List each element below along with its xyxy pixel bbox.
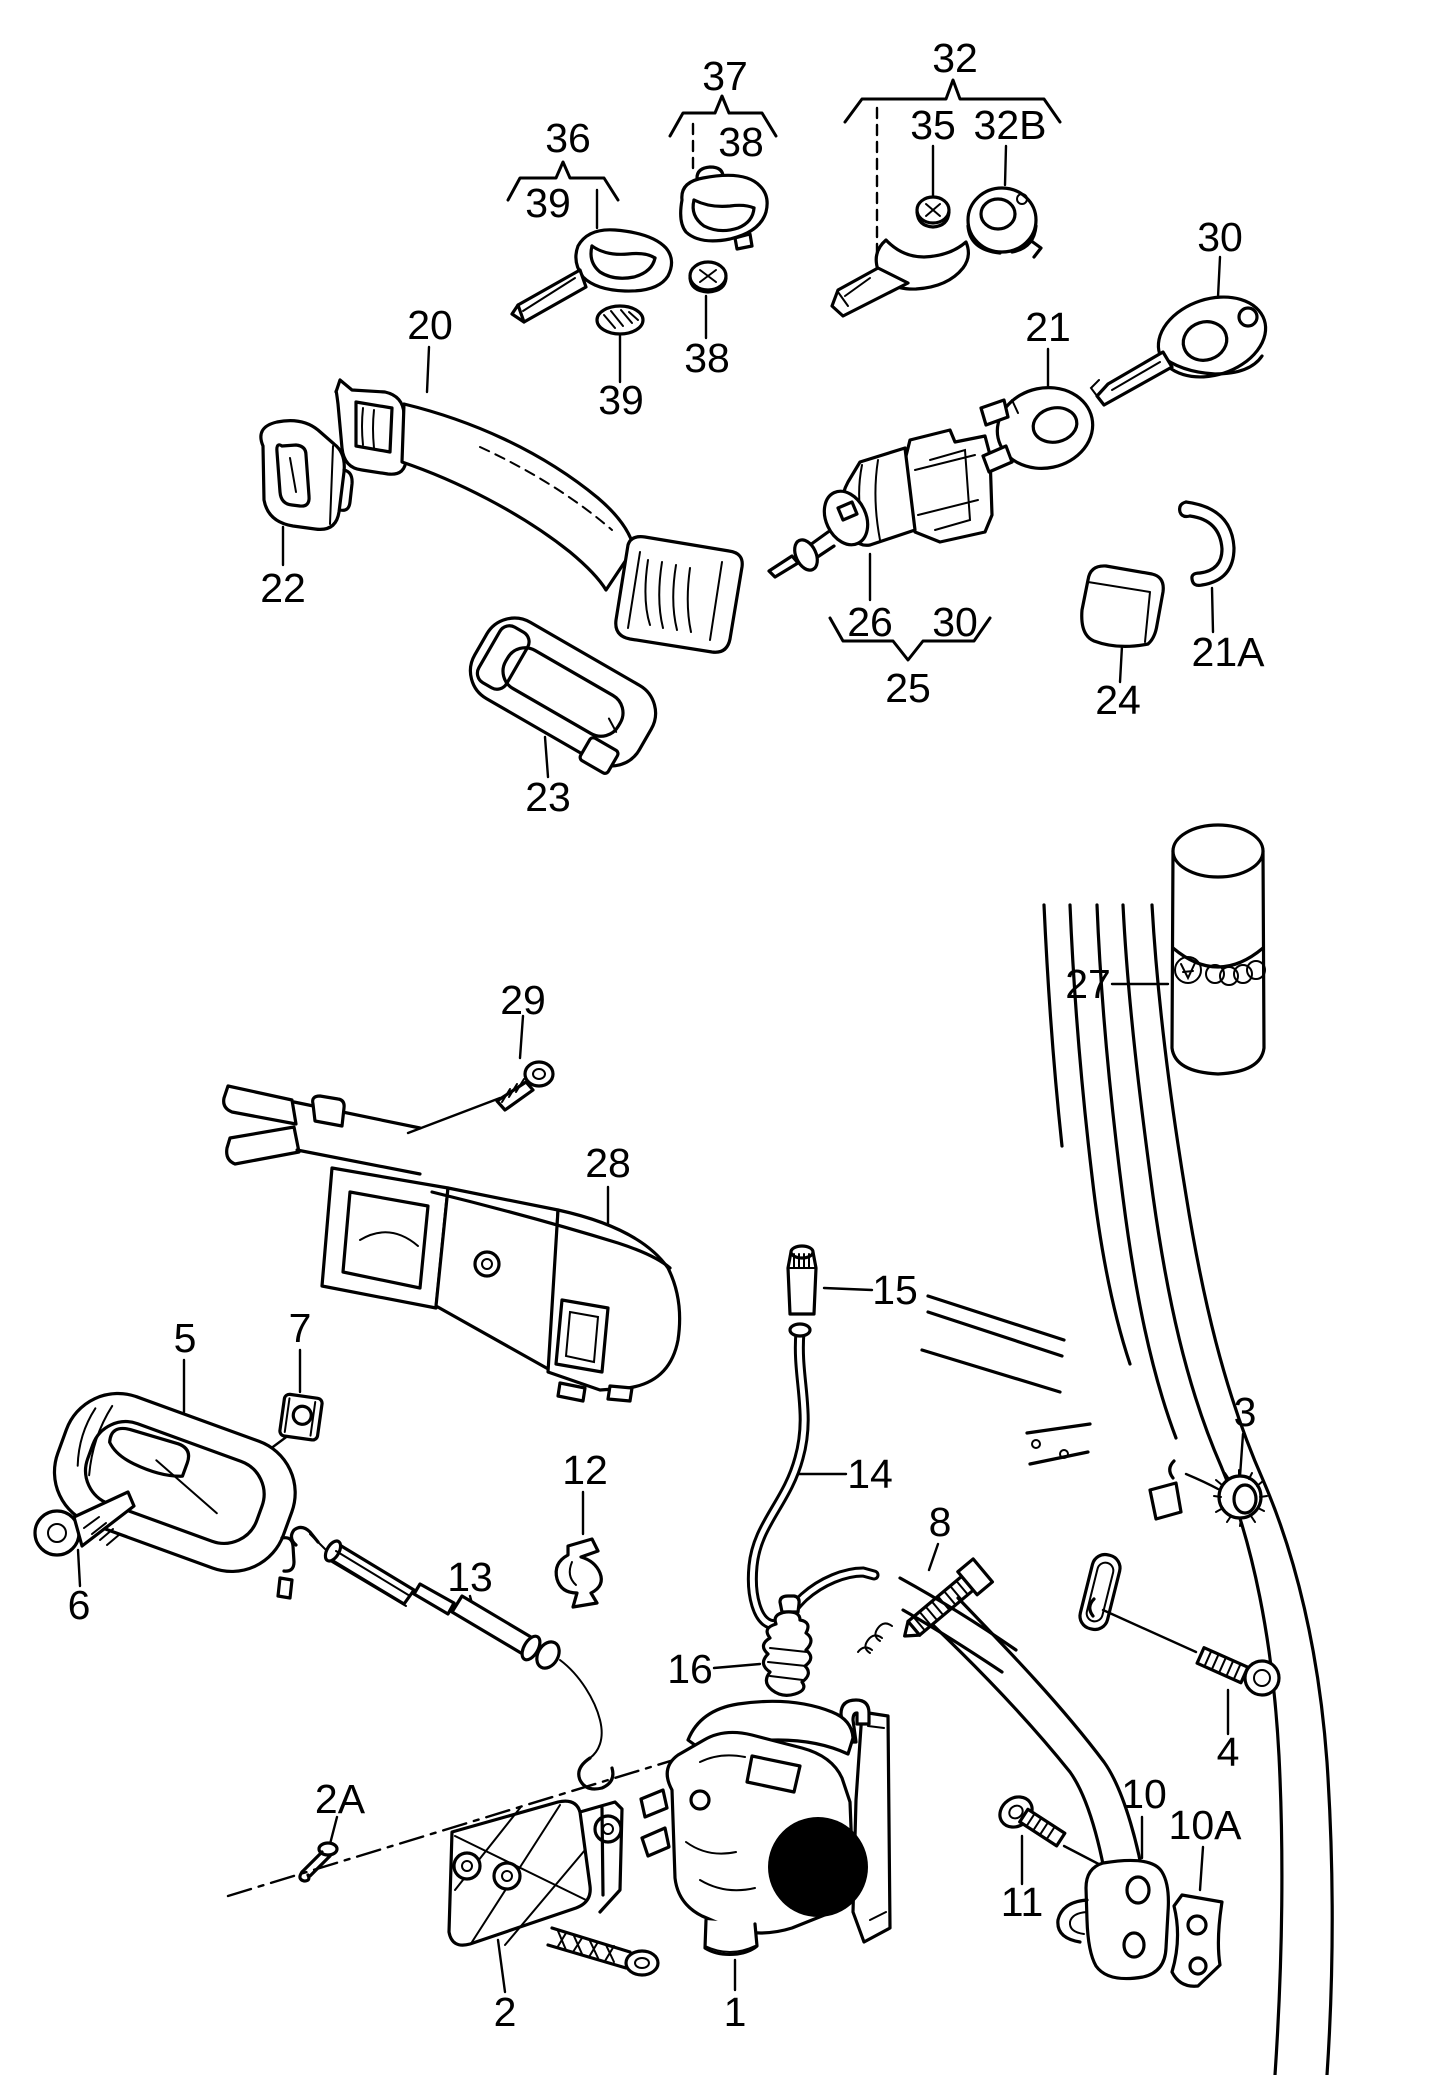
striker-10 — [1056, 1858, 1170, 1981]
key-30 — [1089, 295, 1268, 407]
interior-handle-frame-5 — [52, 1391, 297, 1600]
part-label-22: 22 — [260, 565, 306, 611]
part-label-20: 20 — [407, 302, 453, 348]
audi-rings-icon — [1205, 960, 1266, 986]
cylinder-cap-24 — [1080, 564, 1165, 648]
grommet-3 — [1213, 1469, 1268, 1527]
lock-cylinder-26 — [767, 428, 994, 579]
emergency-key-32 — [830, 238, 970, 318]
part-label-39-2: 39 — [598, 377, 644, 423]
part-label-24: 24 — [1095, 677, 1141, 723]
part-label-21: 21 — [1025, 304, 1071, 350]
part-label-12: 12 — [562, 1447, 608, 1493]
clip-12 — [554, 1537, 603, 1609]
part-label-38: 38 — [718, 119, 764, 165]
part-label-28: 28 — [585, 1140, 631, 1186]
part-label-32: 32 — [932, 35, 978, 81]
leader-lines — [76, 106, 1245, 1994]
part-label-1: 1 — [724, 1989, 747, 2035]
part-label-3: 3 — [1234, 1389, 1257, 1435]
part-label-26: 26 — [847, 599, 893, 645]
part-label-14: 14 — [847, 1451, 893, 1497]
part-label-35: 35 — [910, 102, 956, 148]
striker-shim-10A — [1170, 1893, 1224, 1988]
part-label-8: 8 — [929, 1499, 952, 1545]
part-label-21A: 21A — [1192, 629, 1266, 675]
screw-11 — [998, 1795, 1067, 1848]
vw-logo-icon — [1174, 956, 1202, 984]
part-label-6: 6 — [68, 1582, 91, 1628]
part-label-4: 4 — [1217, 1729, 1240, 1775]
part-label-37: 37 — [702, 53, 748, 99]
lock-cap-38 — [688, 260, 728, 294]
part-label-25: 25 — [885, 665, 931, 711]
part-label-16: 16 — [667, 1646, 713, 1692]
part-label-27: 27 — [1065, 961, 1111, 1007]
lock-housing-32B — [966, 186, 1043, 259]
spray-can-27 — [1170, 823, 1266, 1076]
part-label-10: 10 — [1121, 1771, 1167, 1817]
part-label-38-2: 38 — [684, 335, 730, 381]
part-label-5: 5 — [174, 1315, 197, 1361]
part-label-15: 15 — [872, 1267, 918, 1313]
part-label-7: 7 — [289, 1305, 312, 1351]
retaining-clip-21 — [979, 386, 1095, 474]
part-label-30-2: 30 — [932, 599, 978, 645]
key-head-cover-37 — [679, 165, 769, 251]
screw-29 — [495, 1060, 555, 1112]
part-label-30: 30 — [1197, 214, 1243, 260]
redaction-dot — [768, 1817, 868, 1917]
lock-bracket-2 — [447, 1799, 660, 1977]
key-blank-36 — [510, 228, 674, 324]
part-label-29: 29 — [500, 977, 546, 1023]
door-frame — [898, 903, 1334, 2075]
part-label-13: 13 — [447, 1554, 493, 1600]
part-label-11: 11 — [1001, 1879, 1044, 1925]
part-label-10A: 10A — [1169, 1802, 1243, 1848]
screw-6 — [33, 1490, 136, 1557]
pin-2A — [298, 1841, 339, 1883]
part-label-23: 23 — [525, 774, 571, 820]
clip-7 — [278, 1392, 324, 1442]
group-brackets — [506, 78, 1062, 662]
handle-end-cap-22 — [259, 419, 354, 531]
lock-button-15 — [786, 1244, 818, 1316]
screw-35 — [915, 195, 951, 229]
handle-gasket-23 — [468, 616, 658, 775]
handle-carrier-28 — [222, 1084, 682, 1403]
grommet-16 — [761, 1594, 813, 1697]
door-lock-1 — [639, 1698, 892, 1956]
exterior-handle-20 — [334, 378, 744, 654]
bolt-4 — [1195, 1646, 1281, 1697]
part-label-36: 36 — [545, 115, 591, 161]
lock-rod-14 — [746, 1322, 880, 1631]
part-label-32B: 32B — [974, 102, 1047, 148]
gasket-ring-21A — [1178, 500, 1236, 587]
part-label-2A: 2A — [315, 1776, 366, 1822]
emblem-39 — [595, 304, 645, 336]
part-label-39: 39 — [525, 180, 571, 226]
part-label-2: 2 — [494, 1989, 517, 2035]
